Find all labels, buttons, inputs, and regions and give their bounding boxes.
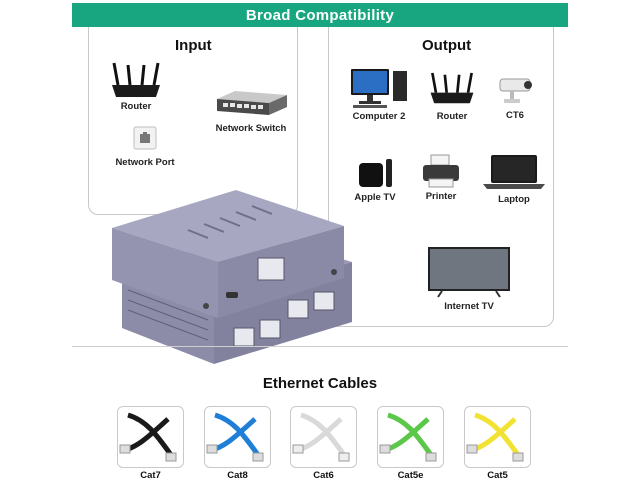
- input-network-switch-label: Network Switch: [215, 123, 287, 134]
- tv-icon: [428, 247, 510, 298]
- output-title: Output: [422, 37, 472, 54]
- input-network-port: Network Port: [109, 125, 181, 168]
- output-camera-label: CT6: [506, 110, 524, 121]
- output-panel: Output Computer 2 Router CT6: [328, 27, 554, 327]
- output-laptop: Laptop: [477, 153, 551, 205]
- output-apple-tv-label: Apple TV: [354, 192, 396, 203]
- banner-title: Broad Compatibility: [72, 3, 568, 27]
- cable-cat7-label: Cat7: [140, 470, 161, 480]
- input-router-label: Router: [120, 101, 152, 112]
- output-printer: Printer: [411, 153, 471, 202]
- cables-title: Ethernet Cables: [262, 375, 378, 392]
- cable-cat8-label: Cat8: [227, 470, 248, 480]
- cable-cat8: [204, 406, 271, 468]
- security-camera-icon: [499, 78, 532, 103]
- input-network-switch: Network Switch: [207, 89, 295, 134]
- output-printer-label: Printer: [425, 191, 457, 202]
- output-router-label: Router: [436, 111, 468, 122]
- input-router: Router: [101, 61, 171, 112]
- input-title: Input: [175, 37, 212, 54]
- network-switch-icon: [217, 91, 287, 115]
- output-camera: CT6: [485, 75, 545, 121]
- output-laptop-label: Laptop: [498, 194, 530, 205]
- apple-tv-icon: [359, 159, 392, 187]
- output-apple-tv: Apple TV: [343, 157, 407, 203]
- output-computer-label: Computer 2: [352, 111, 406, 122]
- divider: [72, 346, 568, 347]
- cable-cat5e-label: Cat5e: [397, 470, 424, 480]
- ethernet-extender-image: [112, 190, 352, 364]
- ethernet-cable-icon: [206, 412, 264, 462]
- laptop-icon: [483, 155, 545, 189]
- ethernet-cable-icon: [379, 412, 437, 462]
- cable-cat6: [290, 406, 357, 468]
- input-network-port-label: Network Port: [115, 157, 175, 168]
- network-port-icon: [133, 126, 157, 150]
- cable-cat7: [117, 406, 184, 468]
- cable-cat5: [464, 406, 531, 468]
- printer-icon: [423, 154, 459, 188]
- router-icon: [430, 72, 474, 104]
- computer-icon: [351, 69, 407, 108]
- cable-cat5e: [377, 406, 444, 468]
- output-computer: Computer 2: [339, 67, 419, 122]
- output-router: Router: [417, 71, 487, 122]
- cable-cat5-label: Cat5: [487, 470, 508, 480]
- ethernet-cable-icon: [466, 412, 524, 462]
- ethernet-cable-icon: [292, 412, 350, 462]
- ethernet-cable-icon: [119, 412, 177, 462]
- output-internet-tv: Internet TV: [421, 245, 517, 312]
- cable-cat6-label: Cat6: [313, 470, 334, 480]
- input-panel: Input Router Network Switch: [88, 27, 298, 215]
- output-internet-tv-label: Internet TV: [444, 301, 494, 312]
- router-icon: [112, 62, 160, 97]
